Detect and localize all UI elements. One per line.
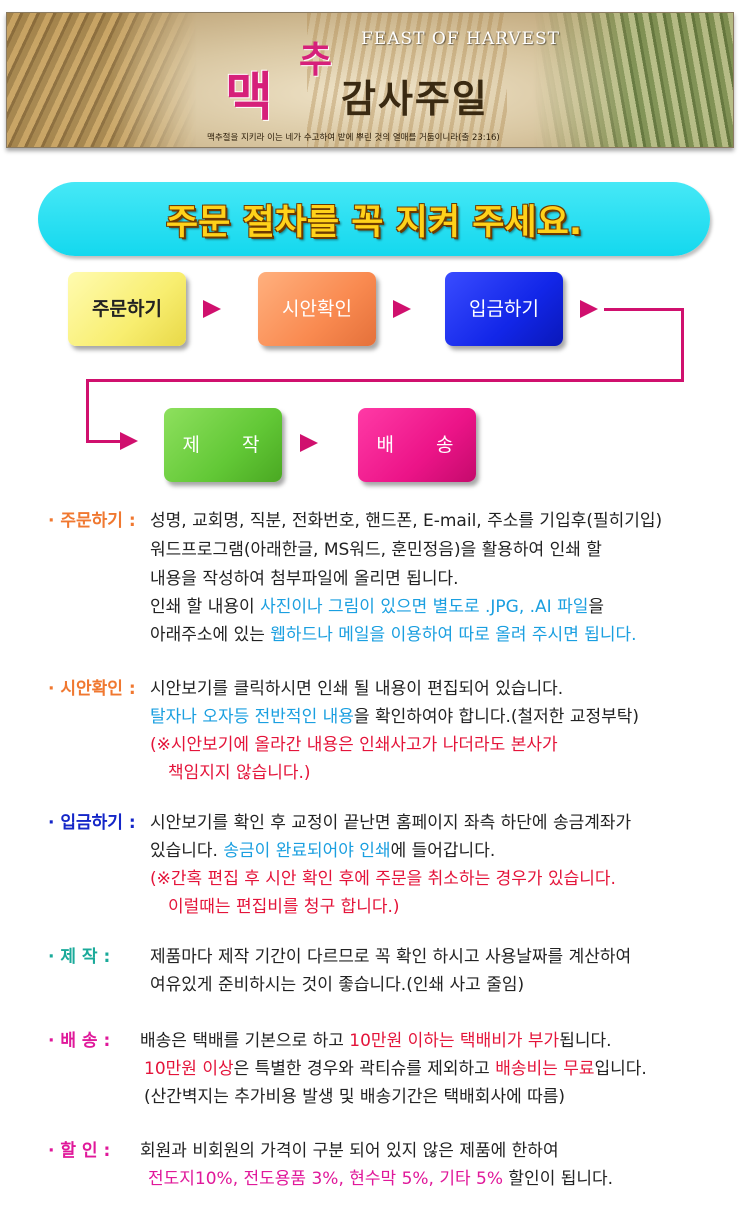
ship-text-line: 배송은 택배를 기본으로 하고 10만원 이하는 택배비가 부가됩니다. [140, 1028, 612, 1054]
header-banner: 맥 추 감사주일 FEAST OF HARVEST 맥추절을 지키라 이는 네가… [6, 12, 734, 148]
deposit-warning: 이럴때는 편집비를 청구 합니다.) [168, 897, 400, 917]
make-text-line: 제품마다 제작 기간이 다르므로 꼭 확인 하시고 사용날짜를 계산하여 [150, 947, 632, 967]
section-label-order: · 주문하기 : [48, 511, 136, 531]
order-highlight: 사진이나 그림이 있으면 별도로 .JPG, .AI 파일 [260, 597, 589, 617]
order-text: 을 [588, 597, 605, 617]
order-text-line: 아래주소에 있는 웹하드나 메일을 이용하여 따로 올려 주시면 됩니다. [150, 622, 637, 648]
logo-text-sub: 감사주일 [341, 77, 489, 121]
title-banner: 주문 절차를 꼭 지켜 주세요. [38, 182, 710, 256]
page-title: 주문 절차를 꼭 지켜 주세요. [165, 203, 583, 243]
arrow-right-icon [393, 300, 411, 318]
arrow-right-icon [203, 300, 221, 318]
step-deposit-button: 입금하기 [445, 272, 563, 346]
wheat-image-right [533, 13, 733, 147]
order-text-line: 워드프로그램(아래한글, MS워드, 훈민정음)을 활용하여 인쇄 할 [150, 540, 602, 560]
wheat-sheaf-image [307, 13, 507, 147]
deposit-warning: (※간혹 편집 후 시안 확인 후에 주문을 취소하는 경우가 있습니다. [150, 869, 616, 889]
arrow-right-icon [580, 300, 598, 318]
logo-text-maek: 맥 [225, 68, 273, 128]
make-text-line: 여유있게 준비하시는 것이 좋습니다.(인쇄 사고 줄임) [150, 975, 525, 995]
step-order-button: 주문하기 [68, 272, 186, 346]
deposit-text-line: 있습니다. 송금이 완료되어야 인쇄에 들어갑니다. [150, 838, 495, 864]
order-text: 인쇄 할 내용이 [150, 597, 261, 617]
section-label-ship: · 배 송 : [48, 1031, 111, 1051]
proof-warning: (※시안보기에 올라간 내용은 인쇄사고가 나더라도 본사가 [150, 735, 558, 755]
ship-text: 은 특별한 경우와 곽티슈를 제외하고 [233, 1059, 496, 1079]
discount-highlight: 전도지10%, 전도용품 3%, 현수막 5%, 기타 5% [148, 1169, 504, 1189]
ship-text: 배송은 택배를 기본으로 하고 [140, 1031, 350, 1051]
deposit-text: 에 들어갑니다. [390, 841, 496, 861]
proof-highlight: 탈자나 오자등 전반적인 내용 [150, 707, 354, 727]
arrow-right-icon [300, 434, 318, 452]
discount-text-line: 회원과 비회원의 가격이 구분 되어 있지 않은 제품에 한하여 [140, 1141, 559, 1161]
deposit-text: 있습니다. [150, 841, 224, 861]
flow-connector-line [681, 308, 684, 382]
flow-connector-line [604, 308, 684, 311]
section-label-make: · 제 작 : [48, 947, 111, 967]
proof-text-line: 탈자나 오자등 전반적인 내용을 확인하여야 합니다.(철저한 교정부탁) [150, 704, 639, 730]
ship-text: 입니다. [594, 1059, 647, 1079]
ship-highlight: 10만원 이하는 택배비가 부가 [349, 1031, 560, 1051]
order-text-line: 내용을 작성하여 첨부파일에 올리면 됩니다. [150, 569, 459, 589]
order-text-line: 인쇄 할 내용이 사진이나 그림이 있으면 별도로 .JPG, .AI 파일을 [150, 594, 604, 620]
order-highlight: 웹하드나 메일을 이용하여 따로 올려 주시면 됩니다. [270, 625, 637, 645]
step-ship-button: 배 송 [358, 408, 476, 482]
proof-text: 을 확인하여야 합니다.(철저한 교정부탁) [353, 707, 640, 727]
ship-highlight: 배송비는 무료 [495, 1059, 595, 1079]
logo-text-chu: 추 [299, 40, 333, 81]
flow-connector-line [86, 379, 89, 443]
logo-text-english: FEAST OF HARVEST [361, 29, 560, 49]
wheat-image-left [7, 13, 197, 147]
ship-text-line: 10만원 이상은 특별한 경우와 곽티슈를 제외하고 배송비는 무료입니다. [144, 1056, 647, 1082]
order-text-line: 성명, 교회명, 직분, 전화번호, 핸드폰, E-mail, 주소를 기입후(… [150, 511, 663, 531]
order-text: 아래주소에 있는 [150, 625, 271, 645]
bible-verse: 맥추절을 지키라 이는 네가 수고하여 밭에 뿌린 것의 열매를 거둠이니라(출… [207, 133, 500, 143]
proof-text-line: 시안보기를 클릭하시면 인쇄 될 내용이 편집되어 있습니다. [150, 679, 564, 699]
ship-highlight: 10만원 이상 [144, 1059, 234, 1079]
flow-connector-line [86, 379, 684, 382]
proof-warning: 책임지지 않습니다.) [168, 763, 311, 783]
discount-text: 할인이 됩니다. [503, 1169, 614, 1189]
ship-text-line: (산간벽지는 추가비용 발생 및 배송기간은 택배회사에 따름) [144, 1087, 566, 1107]
section-label-deposit: · 입금하기 : [48, 813, 136, 833]
arrow-right-icon [120, 432, 138, 450]
flow-connector-line [86, 440, 122, 443]
step-make-button: 제 작 [164, 408, 282, 482]
discount-text-line: 전도지10%, 전도용품 3%, 현수막 5%, 기타 5% 할인이 됩니다. [148, 1166, 613, 1192]
deposit-text-line: 시안보기를 확인 후 교정이 끝난면 홈페이지 좌측 하단에 송금계좌가 [150, 813, 632, 833]
step-proof-button: 시안확인 [258, 272, 376, 346]
section-label-discount: · 할 인 : [48, 1141, 111, 1161]
section-label-proof: · 시안확인 : [48, 679, 136, 699]
deposit-highlight: 송금이 완료되어야 인쇄 [223, 841, 391, 861]
ship-text: 됩니다. [559, 1031, 612, 1051]
